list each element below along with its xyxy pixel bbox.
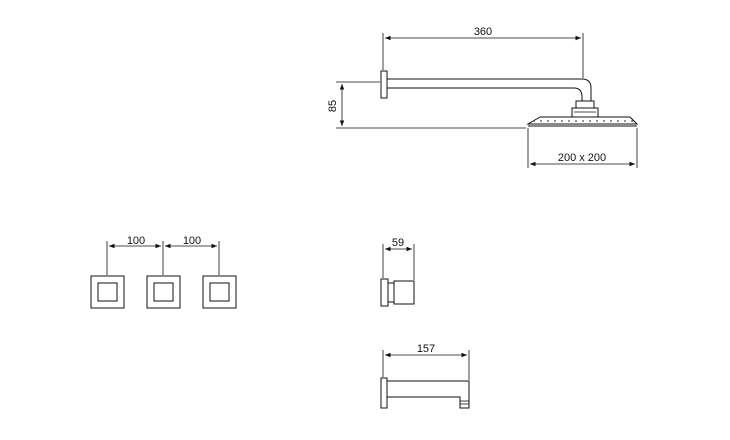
nozzle [582,120,584,122]
nozzle [617,120,619,122]
nozzle [624,120,626,122]
nozzle [540,120,542,122]
nozzle [610,120,612,122]
dimension-head-size: 200 x 200 [527,128,638,168]
nozzle [603,120,605,122]
dimension-arm-height: 85 [327,81,526,129]
nozzle [589,120,591,122]
dimension-label-arm-length: 360 [474,26,492,38]
dimension-label-arm-height: 85 [327,100,339,112]
dimension-valve-spacing: 100 100 [106,235,220,275]
valve-side-view [380,278,415,307]
valve-trim [202,275,237,309]
nozzle [561,120,563,122]
head-nozzles [533,120,633,122]
dimension-label-valve-projection: 59 [392,237,404,249]
valve-trim [146,275,181,309]
nozzle [596,120,598,122]
dimension-valve-projection: 59 [382,237,415,280]
dimension-label-head-size: 200 x 200 [558,152,606,164]
dimension-label-spout-projection: 157 [417,343,435,355]
nozzle [631,120,633,122]
valve-trim [90,275,125,309]
spout-side-view [380,377,470,409]
dimension-label-valve-spacing-2: 100 [183,235,201,247]
dimension-label-valve-spacing-1: 100 [127,235,145,247]
nozzle [547,120,549,122]
valve-trims [90,275,237,309]
nozzle [568,120,570,122]
shower-arm-drawing [380,70,639,127]
dimension-arm-length: 360 [382,26,584,78]
dimension-spout-projection: 157 [382,343,470,380]
nozzle [533,120,535,122]
nozzle [554,120,556,122]
nozzle [575,120,577,122]
